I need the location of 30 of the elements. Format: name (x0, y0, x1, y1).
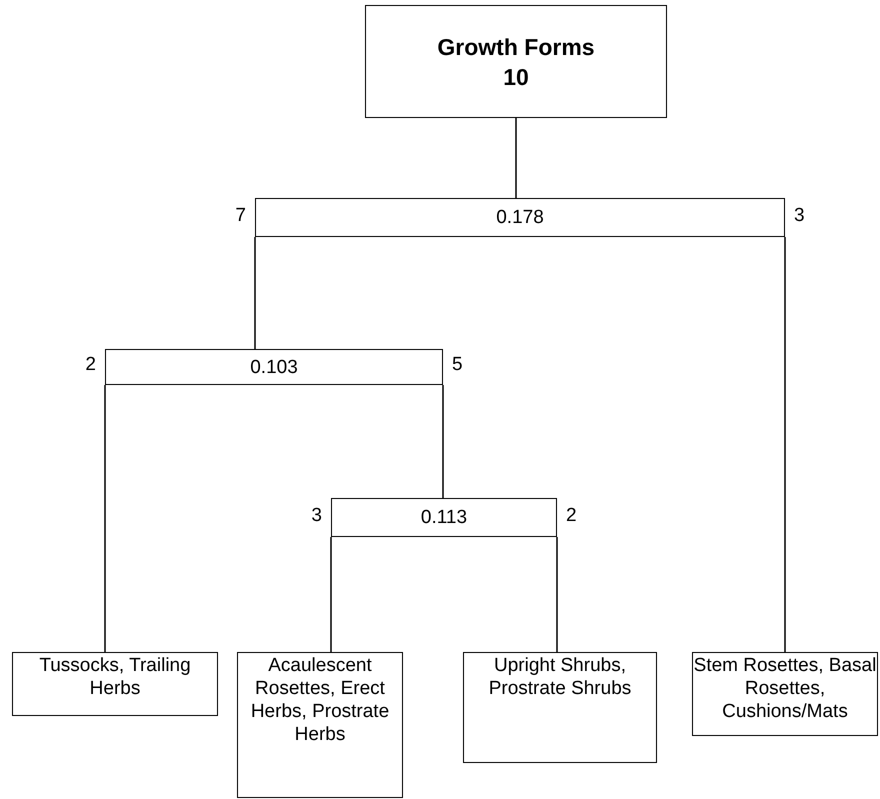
split-bar (331, 498, 557, 537)
branch-count: 3 (794, 204, 805, 226)
branch-count: 5 (452, 353, 463, 376)
tree-branch (442, 385, 444, 498)
tree-branch (556, 537, 558, 652)
root-box (365, 5, 667, 118)
branch-count: 7 (235, 204, 246, 226)
distance-value: 0.103 (250, 356, 298, 378)
branch-count: 2 (85, 353, 96, 376)
group-label: Upright Shrubs, Prostrate Shrubs (488, 654, 632, 700)
group-label: Tussocks, Trailing Herbs (38, 654, 192, 700)
distance-value: 0.113 (420, 506, 468, 529)
root-title: Growth Forms (437, 32, 595, 62)
tree-branch (254, 237, 256, 349)
tree-branch (784, 237, 786, 652)
group-box (463, 652, 657, 763)
distance-value: 0.178 (496, 206, 544, 229)
group-box (12, 652, 218, 716)
group-box (237, 652, 403, 798)
split-bar (255, 198, 785, 237)
group-box (692, 652, 878, 736)
group-label: Stem Rosettes, Basal Rosettes, Cushions/Mats (693, 654, 877, 723)
tree-branch (515, 118, 517, 198)
group-label: Acaulescent Rosettes, Erect Herbs, Prostrate Herbs (250, 654, 390, 746)
tree-branch (104, 385, 106, 652)
tree-branch (330, 537, 332, 652)
branch-count: 3 (311, 504, 322, 526)
split-bar (105, 349, 443, 385)
total-count: 10 (503, 62, 529, 92)
branch-count: 2 (566, 504, 577, 526)
